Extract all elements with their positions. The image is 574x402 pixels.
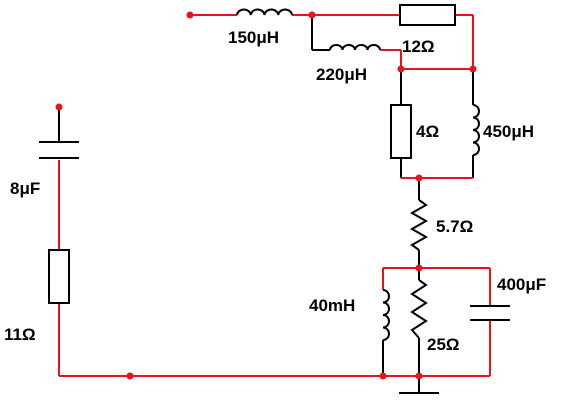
label-11ohm: 11Ω bbox=[4, 325, 36, 344]
inductor-40mH bbox=[382, 289, 390, 341]
resistor-12ohm bbox=[399, 4, 456, 26]
label-5.7ohm: 5.7Ω bbox=[436, 217, 473, 236]
terminal-left bbox=[55, 103, 63, 111]
label-220uH: 220μH bbox=[316, 65, 367, 84]
label-450uH: 450μH bbox=[483, 122, 534, 141]
junction-node bbox=[415, 372, 423, 380]
capacitor-8uF bbox=[39, 141, 79, 159]
junction-node bbox=[379, 372, 387, 380]
inductor-150uH bbox=[236, 8, 293, 16]
capacitor-400uF bbox=[470, 305, 510, 321]
junction-nodes bbox=[55, 11, 477, 380]
junction-node bbox=[415, 174, 423, 182]
inductor-220uH bbox=[329, 44, 381, 51]
label-40mH: 40mH bbox=[309, 296, 355, 315]
inductor-450uH bbox=[472, 104, 480, 156]
lower-wires bbox=[382, 267, 491, 376]
junction-node bbox=[126, 372, 134, 380]
junction-node bbox=[415, 264, 423, 272]
terminal-top bbox=[186, 11, 194, 19]
label-400uF: 400μF bbox=[497, 275, 546, 294]
label-8uF: 8μF bbox=[10, 179, 40, 198]
resistor-4ohm bbox=[390, 104, 412, 159]
label-25ohm: 25Ω bbox=[427, 335, 460, 354]
junction-node bbox=[469, 65, 477, 73]
resistor-11ohm bbox=[48, 249, 70, 304]
resistor-5.7ohm bbox=[409, 199, 429, 251]
label-150uH: 150μH bbox=[228, 28, 279, 47]
label-4ohm: 4Ω bbox=[416, 122, 439, 141]
resistor-25ohm bbox=[410, 279, 428, 339]
junction-node bbox=[397, 65, 405, 73]
label-12ohm: 12Ω bbox=[402, 37, 435, 56]
junction-node bbox=[308, 11, 316, 19]
middle-wires bbox=[400, 69, 474, 200]
